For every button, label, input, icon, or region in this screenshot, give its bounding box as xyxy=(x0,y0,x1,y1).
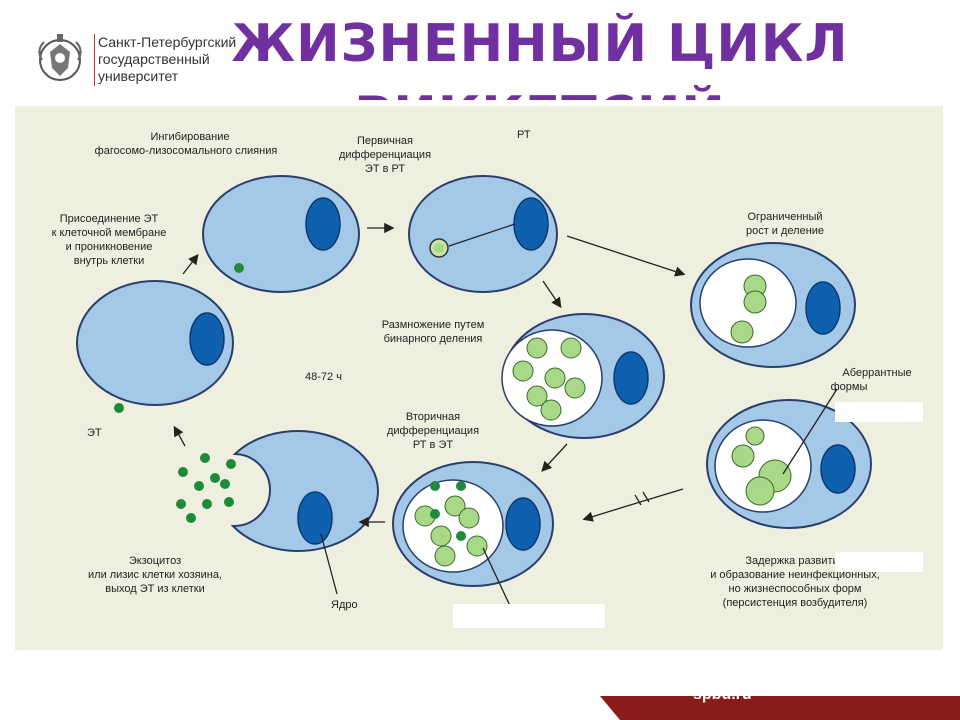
redaction-box xyxy=(453,604,605,628)
university-crest-icon xyxy=(38,34,82,81)
host-cell-attachment xyxy=(76,280,234,413)
host-cell-inhibition xyxy=(202,175,360,293)
redaction-box xyxy=(835,552,923,572)
label-nucleus: Ядро xyxy=(331,599,358,611)
footer-bar xyxy=(600,696,960,720)
footer-site-link[interactable]: spbu.ru xyxy=(693,686,752,703)
logo-line: университет xyxy=(98,68,179,84)
logo-line: Санкт-Петербургский xyxy=(98,34,237,50)
label-rt: РТ xyxy=(517,129,531,141)
host-cell-limited-growth xyxy=(690,242,856,368)
host-cell-binary-division xyxy=(501,313,665,439)
logo-divider xyxy=(94,34,95,86)
cycle-arrows xyxy=(173,222,838,609)
host-cell-secondary-differentiation xyxy=(392,461,554,587)
logo-line: государственный xyxy=(98,51,210,67)
logo-text: Санкт-Петербургский государственный унив… xyxy=(98,34,236,85)
label-et: ЭТ xyxy=(87,427,102,439)
host-cell-exocytosis xyxy=(176,430,379,552)
caption-strip xyxy=(15,650,943,654)
label-time: 48-72 ч xyxy=(305,371,342,383)
university-logo[interactable]: Санкт-Петербургский государственный унив… xyxy=(32,30,272,90)
redaction-box xyxy=(835,402,923,422)
